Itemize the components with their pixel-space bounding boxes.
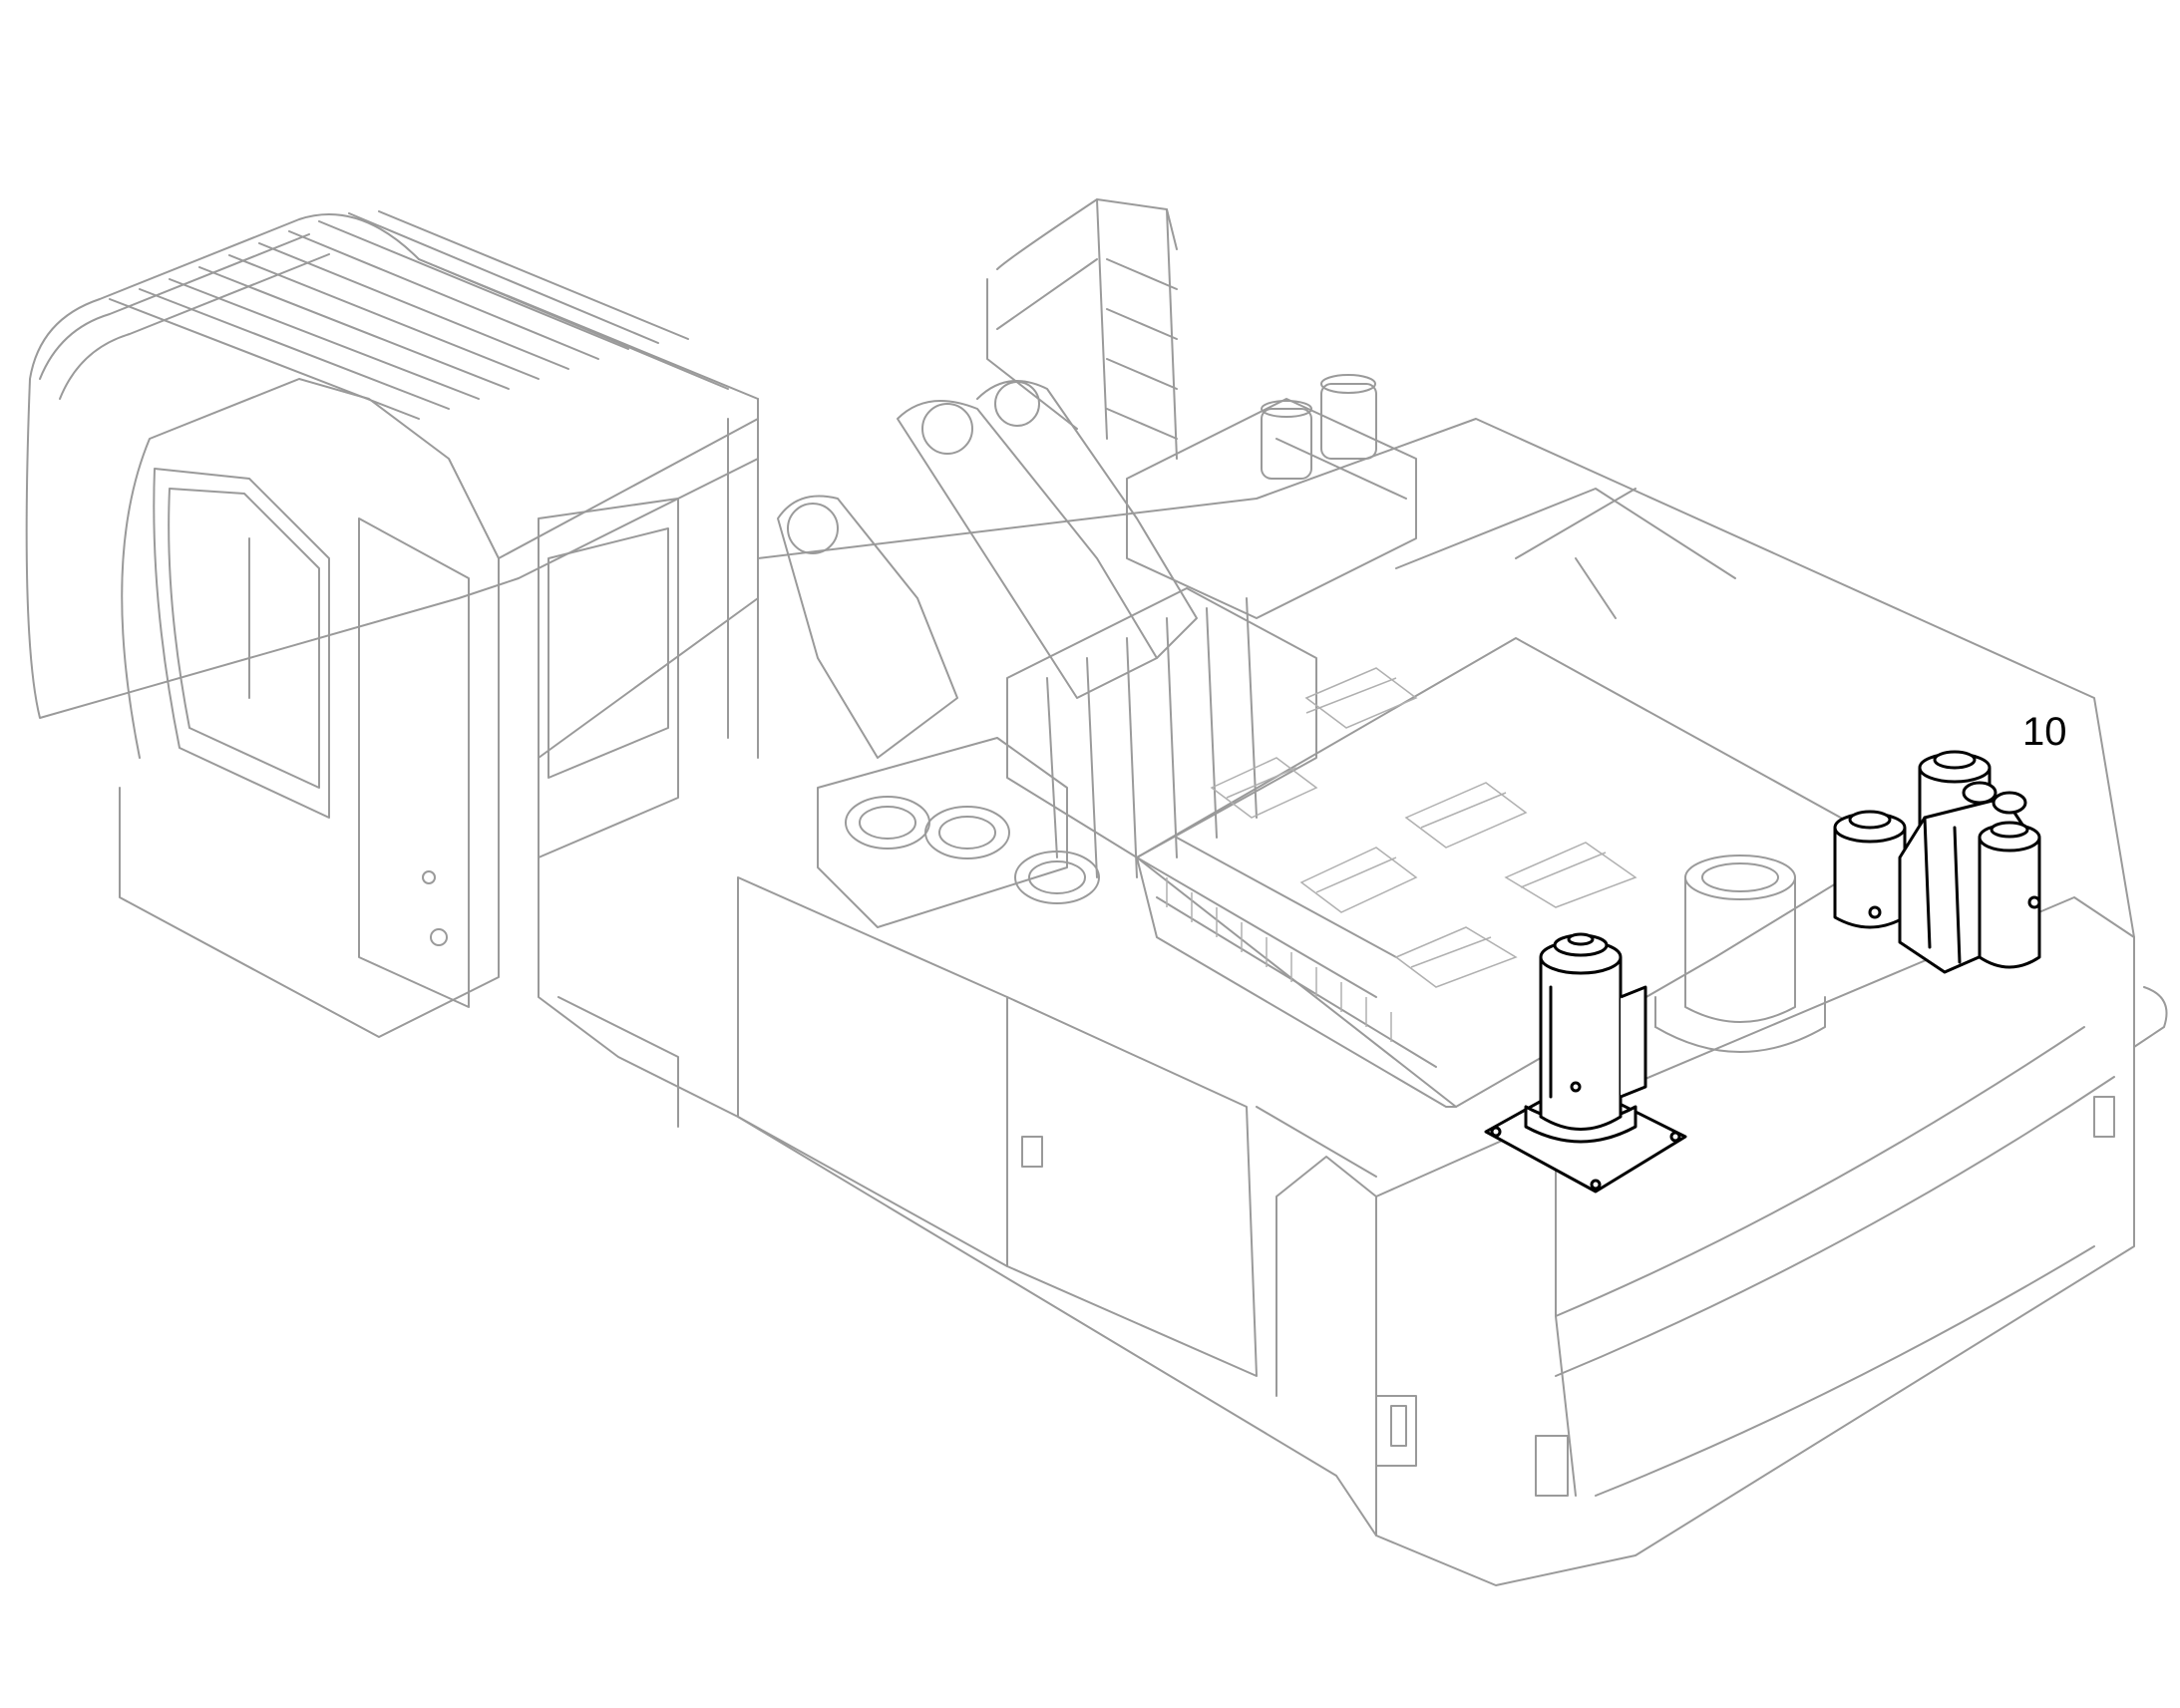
- tow-hook: [2133, 986, 2168, 1048]
- hydraulic-valve-bank: [1006, 398, 1417, 998]
- operator-cab: [119, 378, 679, 1038]
- cab-guard-rails: [25, 210, 759, 759]
- boom-mount: [777, 380, 1198, 759]
- upper-frame-outline: [538, 418, 2135, 1586]
- hood-louvers: [1166, 877, 1392, 1042]
- tank-caps: [817, 737, 1100, 928]
- engine-hood: [1136, 488, 1896, 1108]
- access-ladder: [986, 198, 1178, 460]
- hood-grilles: [1210, 667, 1637, 988]
- highlighted-part-single-cylinder: [1484, 932, 1687, 1194]
- highlighted-part-triple-cylinder: [1833, 750, 2041, 974]
- pilot-accumulators: [1261, 374, 1377, 480]
- callout-label-10: 10: [2022, 710, 2067, 754]
- side-panels: [557, 876, 2115, 1497]
- air-cleaner: [1654, 854, 1826, 1053]
